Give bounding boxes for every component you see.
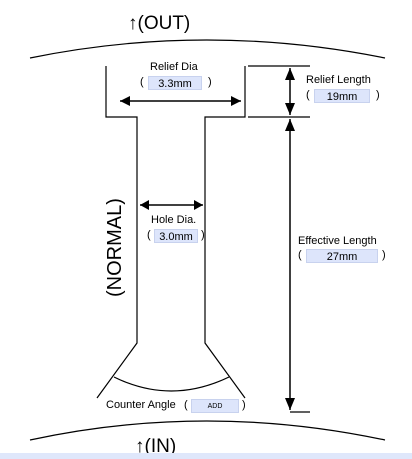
mode-label: (NORMAL)	[104, 198, 126, 297]
in-label: ↑(IN)	[135, 436, 177, 457]
relief-length-label: Relief Length	[306, 74, 371, 86]
counter-angle-add-button[interactable]: ADD	[191, 399, 239, 413]
hole-dia-label: Hole Dia.	[151, 214, 197, 226]
bottom-arc	[29, 420, 386, 441]
relief-dia-label: Relief Dia	[150, 61, 198, 73]
hole-dia-field[interactable]: 3.0mm	[154, 229, 198, 243]
counter-angle-arc	[113, 376, 230, 392]
nozzle-outline	[96, 66, 246, 399]
effective-length-field[interactable]: 27mm	[306, 249, 378, 263]
bottom-bar	[0, 453, 412, 459]
counter-angle-label: Counter Angle	[106, 399, 176, 411]
effective-length-label: Effective Length	[298, 235, 377, 247]
out-label: ↑(OUT)	[128, 13, 191, 34]
relief-length-field[interactable]: 19mm	[314, 89, 370, 103]
top-arc	[29, 39, 386, 59]
relief-dia-field[interactable]: 3.3mm	[148, 76, 202, 90]
